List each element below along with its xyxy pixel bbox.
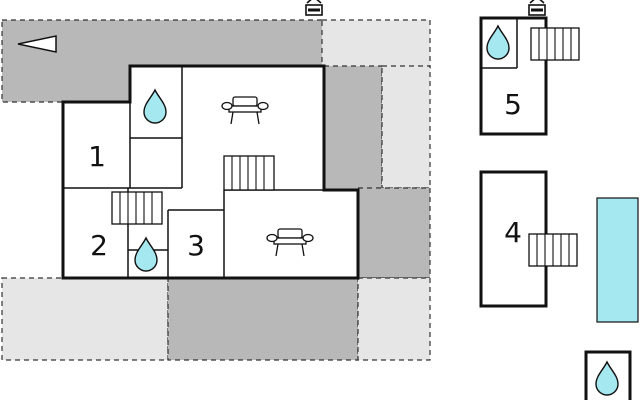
terrace-right-lower	[357, 187, 431, 279]
room-4-label: 4	[504, 216, 522, 249]
terrace-top-right	[321, 19, 431, 69]
room-1-label: 1	[88, 140, 106, 173]
building-4: 4	[479, 170, 578, 308]
room-3-label: 3	[187, 229, 205, 262]
terrace-bottom-middle	[167, 277, 359, 361]
water-drop-icon	[134, 236, 158, 272]
entrance-icon	[305, 0, 323, 16]
sofa-icon	[221, 96, 269, 125]
stairs-icon	[528, 233, 578, 267]
arrow-left-icon	[17, 35, 57, 53]
terrace-right-strip	[381, 65, 431, 189]
main-building-walls	[61, 64, 360, 280]
room-5-label: 5	[504, 88, 522, 121]
terrace-bottom-left	[1, 277, 169, 361]
terraces	[1, 19, 431, 361]
terrace-right-upper	[323, 65, 383, 193]
main-building-fill	[63, 66, 358, 278]
room-2-label: 2	[90, 229, 108, 262]
stairs-icon	[111, 191, 163, 225]
water-drop-icon	[486, 24, 510, 60]
entrance-icon	[528, 0, 546, 16]
pool	[596, 197, 639, 323]
stairs-icon	[530, 27, 580, 61]
terrace-bottom-right	[357, 277, 431, 361]
stairs-icon	[223, 155, 275, 191]
water-drop-icon	[595, 360, 619, 396]
outbuilding-bathroom	[584, 350, 632, 400]
building-5: 5	[479, 16, 580, 136]
sofa-icon	[266, 228, 314, 257]
water-drop-icon	[143, 88, 167, 124]
